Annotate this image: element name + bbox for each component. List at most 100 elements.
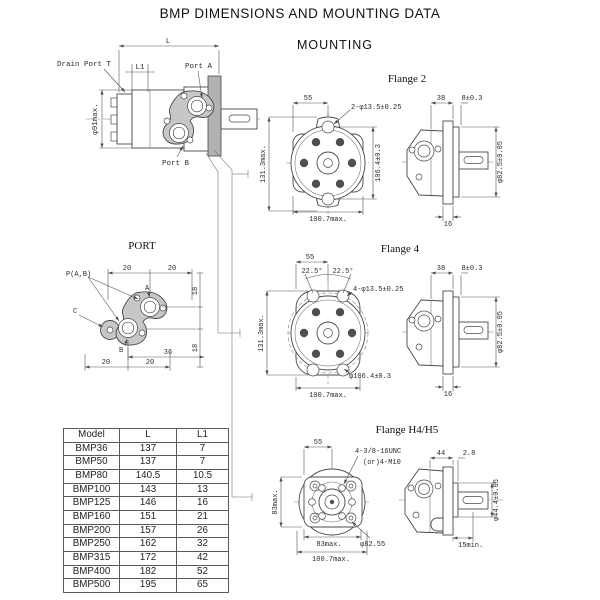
model-cell: BMP100 [63,482,120,498]
f4-bolt-callout: 4-φ13.5±0.25 [353,286,403,294]
f4-dim-38: 38 [437,265,445,273]
l-cell: 151 [119,509,177,525]
f2-height: 131.3max. [260,145,268,183]
motor-side-view: L L1 φ91max. Drain Port T Port A Port B [57,38,262,501]
f2-dim-8: 8±0.3 [461,95,482,103]
model-cell: BMP500 [63,578,120,593]
drain-port-label: Drain Port T [57,61,112,69]
f2-width: 100.7max. [309,216,347,224]
model-cell: BMP80 [63,468,120,484]
a-label: A [145,285,150,293]
l-cell: 140.5 [119,468,177,484]
l1-cell: 13 [176,482,229,498]
f4-pilot: φ82.5±0.05 [497,311,505,353]
l1-cell: 10.5 [176,468,229,484]
dim-18-top: 18 [192,287,200,295]
flange4-view: Flange 4 22.5° 22.5° 55 [258,243,505,400]
flange2-title: Flange 2 [388,73,426,85]
fh-shaft: φ44.4±0.05 [493,479,501,521]
fh-height: 83max. [272,489,280,514]
l1-cell: 16 [176,496,229,511]
model-cell: BMP160 [63,509,120,525]
model-cell: BMP400 [63,564,120,580]
port-b-label: Port B [162,160,190,168]
mounting-heading: MOUNTING [296,38,374,52]
b-label: B [119,347,123,355]
l-cell: 137 [119,441,177,457]
f4-width: 100.7max. [309,392,347,400]
fh-bolt-callout1: 4-3/8-16UNC [355,448,401,456]
flange4-title: Flange 4 [381,243,420,255]
l-cell: 143 [119,482,177,498]
dim-18-bot: 18 [192,344,200,352]
dim-36: 36 [164,349,172,357]
l-cell: 157 [119,523,177,539]
dim-20-tr: 20 [168,265,176,273]
flangeH-title: Flange H4/H5 [376,424,439,436]
l1-cell: 52 [176,564,229,580]
model-cell: BMP50 [63,455,120,470]
fh-dim-28: 2.8 [463,450,476,458]
f2-dim-16: 16 [444,221,452,229]
l-cell: 195 [119,578,177,593]
l1-cell: 32 [176,537,229,552]
f2-dim-55: 55 [304,95,312,103]
dim-20-bl: 20 [102,359,110,367]
l1-cell: 26 [176,523,229,539]
col-header-l1: L1 [176,428,229,443]
dia-body-label: φ91max. [92,103,100,135]
fh-bolt-callout2: (or)4-M10 [363,459,401,467]
port-view: PORT P(A,B) C A B 20 20 [66,240,204,371]
f4-height: 131.3max. [258,314,266,352]
l-cell: 172 [119,550,177,566]
l-cell: 137 [119,455,177,470]
l-cell: 162 [119,537,177,552]
dim-20-tl: 20 [123,265,131,273]
model-cell: BMP36 [63,441,120,457]
flangeH-view: Flange H4/H5 55 4-3/8-16UNC (or)4-M10 [272,424,503,564]
f2-pcd: 106.4±0.3 [375,144,383,182]
dim-20-br: 20 [146,359,154,367]
flange2-view: Flange 2 55 2-φ13.5±0.25 [260,73,505,229]
col-header-l: L [119,428,177,443]
dim-l-label: L [166,38,171,46]
l1-cell: 65 [176,578,229,593]
port-a-label: Port A [185,63,213,71]
page-title: BMP DIMENSIONS AND MOUNTING DATA [159,6,441,21]
model-cell: BMP125 [63,496,120,511]
port-view-title: PORT [128,240,156,252]
dim-l1-label: L1 [135,64,145,72]
model-cell: BMP200 [63,523,120,539]
f4-dim-55: 55 [306,254,314,262]
f4-dim-16: 16 [444,391,452,399]
f2-pilot: φ82.5±0.05 [497,141,505,183]
model-cell: BMP250 [63,537,120,552]
fh-dim-15: 15min. [458,542,483,550]
f4-angle-r: 22.5° [332,267,353,276]
f2-bolt-callout: 2-φ13.5±0.25 [351,104,401,112]
f2-dim-38: 38 [437,95,445,103]
model-cell: BMP315 [63,550,120,566]
col-header-model: Model [63,428,120,443]
c-label: C [73,308,77,316]
fh-width: 100.7max. [312,556,350,564]
f4-angle-l: 22.5° [301,267,322,276]
f4-dim-8: 8±0.3 [461,265,482,273]
table-header-row: Model L L1 [63,428,229,443]
l1-cell: 7 [176,441,229,457]
fh-pilot: φ82.55 [360,541,385,549]
fh-dim-44: 44 [437,450,445,458]
